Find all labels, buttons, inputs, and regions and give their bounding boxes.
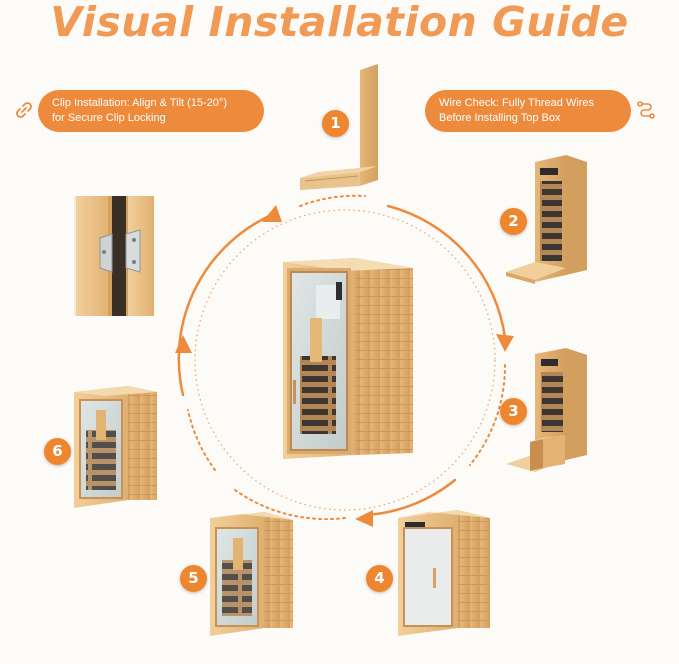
step1-illustration (300, 64, 378, 190)
step6-illustration (74, 386, 157, 508)
clip-installation-callout: Clip Installation: Align & Tilt (15-20°)… (38, 90, 264, 132)
clip-closeup-illustration (74, 196, 154, 316)
step4-illustration (398, 510, 490, 636)
step-badge-6: 6 (44, 438, 71, 465)
step2-illustration (506, 155, 587, 284)
wire-check-callout: Wire Check: Fully Thread Wires Before In… (425, 90, 631, 132)
cycle-arrows (177, 194, 507, 521)
inner-ring (194, 209, 496, 511)
cable-icon (637, 101, 655, 119)
step-badge-1: 1 (322, 110, 349, 137)
link-icon (16, 102, 32, 118)
step-badge-5: 5 (180, 565, 207, 592)
step3-illustration (506, 348, 587, 472)
clip-callout-line1: Clip Installation: Align & Tilt (15-20°) (52, 97, 227, 109)
clip-callout-line2: for Secure Clip Locking (52, 112, 166, 124)
wire-callout-line1: Wire Check: Fully Thread Wires (439, 97, 595, 109)
step-badge-3: 3 (500, 398, 527, 425)
wire-callout-line2: Before Installing Top Box (439, 112, 561, 124)
page-title: Visual Installation Guide (50, 0, 629, 46)
step5-illustration (210, 512, 293, 636)
step-badge-4: 4 (366, 565, 393, 592)
arrow-heads (175, 205, 514, 527)
central-sauna-illustration (283, 258, 413, 459)
step-badge-2: 2 (500, 208, 527, 235)
